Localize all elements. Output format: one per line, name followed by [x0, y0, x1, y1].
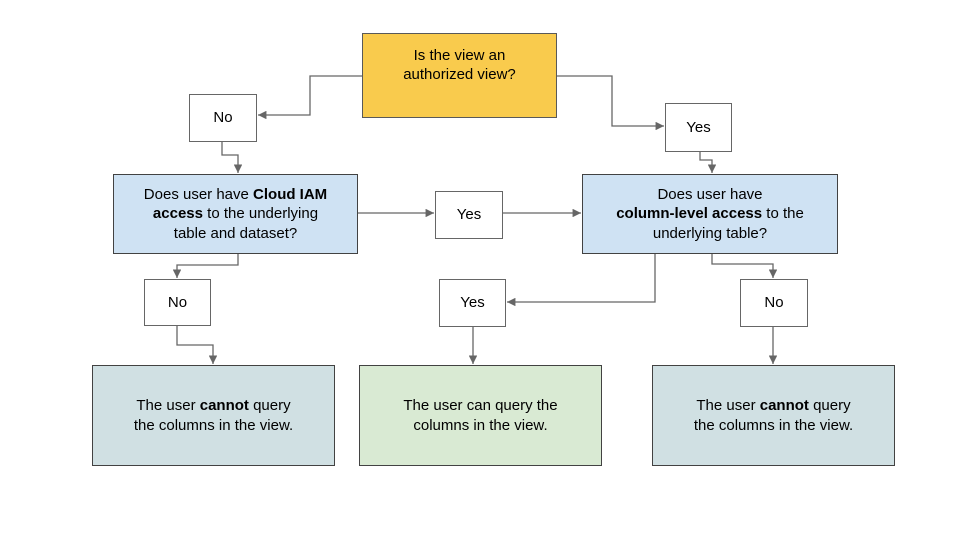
connector-no-to-iam-question	[221, 142, 243, 173]
node-cloud-iam-question: Does user have Cloud IAM access to the u…	[113, 174, 358, 254]
result-cannot-right-label: The user cannot query the columns in the…	[693, 397, 854, 434]
authorized-view-question-label: Is the view an authorized view?	[403, 47, 516, 84]
connector-root-to-no	[258, 75, 362, 120]
node-no-bottom-right: No	[740, 279, 808, 327]
result-can-query-label: The user can query the columns in the vi…	[403, 397, 558, 434]
node-no-top: No	[189, 94, 257, 142]
cloud-iam-question-label: Does user have Cloud IAM access to the u…	[143, 186, 328, 242]
yes-top-label: Yes	[686, 118, 711, 136]
connector-no-left-to-result	[176, 326, 218, 364]
node-yes-middle: Yes	[435, 191, 503, 239]
node-no-bottom-left: No	[144, 279, 211, 326]
connector-iam-to-no-left	[172, 254, 239, 278]
node-authorized-view-question: Is the view an authorized view?	[362, 33, 557, 118]
node-yes-bottom: Yes	[439, 279, 506, 327]
node-column-level-question: Does user have column-level access to th…	[582, 174, 838, 254]
result-cannot-left-label: The user cannot query the columns in the…	[133, 397, 294, 434]
node-result-can-query: The user can query the columns in the vi…	[359, 365, 602, 466]
connector-cls-to-no-right	[711, 254, 778, 278]
node-result-cannot-right: The user cannot query the columns in the…	[652, 365, 895, 466]
yes-middle-label: Yes	[456, 206, 482, 224]
node-result-cannot-left: The user cannot query the columns in the…	[92, 365, 335, 466]
connector-root-to-yes	[557, 75, 664, 131]
no-top-label: No	[213, 109, 233, 127]
column-level-question-label: Does user have column-level access to th…	[616, 186, 804, 242]
no-bottom-left-label: No	[167, 293, 188, 311]
yes-bottom-label: Yes	[460, 294, 485, 312]
no-bottom-right-label: No	[764, 294, 784, 312]
connector-yes-to-cls-question	[699, 152, 717, 173]
node-yes-top: Yes	[665, 103, 732, 152]
connector-cls-to-yes-bottom	[507, 254, 656, 307]
